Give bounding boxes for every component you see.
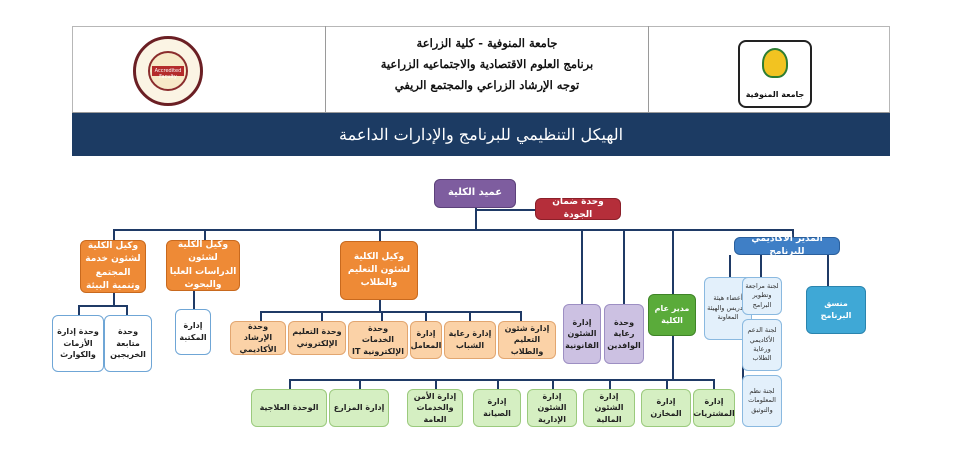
connector-line (289, 379, 291, 389)
connector-line (379, 300, 381, 312)
connector-line (672, 229, 674, 294)
library-admin-box: إدارة المكتبة (175, 309, 211, 355)
connector-line (609, 379, 611, 389)
connector-line (381, 311, 383, 321)
chart-title-band: الهيكل التنظيمي للبرنامج والإدارات الداع… (72, 113, 890, 156)
connector-line (359, 379, 361, 389)
farms-admin-box: إدارة المزارع (329, 389, 389, 427)
header-divider (325, 26, 326, 113)
expats-care-unit-box: وحدة رعاية الوافدين (604, 304, 644, 364)
connector-line (126, 305, 128, 315)
connector-line (204, 229, 206, 240)
elearning-unit-box: وحدة التعليم الإلكتروني (288, 321, 346, 355)
connector-line (729, 255, 731, 277)
connector-line (520, 311, 522, 321)
header-divider (648, 26, 649, 113)
connector-line (469, 311, 471, 321)
header-line-track: توجه الإرشاد الزراعي والمجتمع الريفي (394, 78, 580, 92)
vice-dean-graduate-box: وكيل الكلية لشئون الدراسات العليا والبحو… (166, 240, 240, 291)
connector-line (475, 208, 477, 230)
connector-line (497, 379, 499, 389)
logo-emblem-icon (762, 48, 788, 78)
maintenance-admin-box: إدارة الصيانة (473, 389, 521, 427)
logo-caption: جامعة المنوفية (745, 90, 805, 99)
connector-line (672, 336, 674, 380)
header-title-block: جامعة المنوفية - كلية الزراعة برنامج الع… (326, 33, 648, 96)
legal-affairs-admin-box: إدارة الشئون القانونية (563, 304, 601, 364)
connector-line (552, 379, 554, 389)
connector-line (321, 311, 323, 321)
program-review-committee-box: لجنة مراجعة وتطوير البرامج (742, 277, 782, 315)
connector-line (475, 209, 537, 211)
vice-dean-community-box: وكيل الكلية لشئون خدمة المجتمع وتنمية ال… (80, 240, 146, 293)
connector-line (379, 229, 381, 241)
connector-line (623, 229, 625, 304)
quality-unit-box: وحدة ضمان الجودة (535, 197, 621, 220)
academic-support-committee-box: لجنة الدعم الأكاديمي ورعاية الطلاب (742, 319, 782, 371)
connector-line (713, 379, 715, 389)
connector-line (113, 229, 115, 240)
dean-box: عميد الكلية (434, 179, 516, 208)
connector-line (666, 379, 668, 389)
connector-line (827, 255, 829, 286)
connector-line (425, 311, 427, 321)
it-services-unit-box: وحدة الخدمات الإلكترونية IT (348, 321, 408, 359)
header-top-row (72, 26, 890, 113)
program-coordinator-box: منسق البرنامج (806, 286, 866, 334)
financial-affairs-box: إدارة الشئون المالية (583, 389, 635, 427)
crisis-management-unit-box: وحدة إدارة الأزمات والكوارث (52, 315, 104, 372)
connector-line (113, 293, 115, 307)
purchases-admin-box: إدارة المشتريات (693, 389, 735, 427)
stores-admin-box: إدارة المخازن (641, 389, 691, 427)
connector-line (193, 291, 195, 309)
security-services-admin-box: إدارة الأمن والخدمات العامة (407, 389, 463, 427)
program-director-box: المدير الأكاديمي للبرنامج (734, 234, 840, 257)
connector-line (581, 229, 583, 304)
labs-admin-box: إدارة المعامل (410, 321, 442, 359)
connector-line (289, 379, 715, 381)
academic-guidance-unit-box: وحدة الإرشاد الأكاديمي (230, 321, 286, 355)
connector-line (260, 311, 522, 313)
connector-line (792, 229, 794, 237)
header-line-university: جامعة المنوفية - كلية الزراعة (416, 36, 558, 50)
header-line-program: برنامج العلوم الاقتصادية والاجتماعيه الز… (380, 57, 594, 71)
student-affairs-admin-box: إدارة شئون التعليم والطلاب (498, 321, 556, 359)
seal-ribbon (152, 66, 184, 76)
administrative-affairs-box: إدارة الشئون الإدارية (527, 389, 577, 427)
info-systems-committee-box: لجنة نظم المعلومات والتوثيق (742, 375, 782, 427)
connector-line (260, 311, 262, 321)
connector-line (435, 379, 437, 389)
general-manager-box: مدير عام الكلية (648, 294, 696, 336)
graduates-followup-unit-box: وحدة متابعة الخريجين (104, 315, 152, 372)
youth-care-admin-box: إدارة رعاية الشباب (444, 321, 496, 359)
connector-line (113, 229, 793, 231)
accreditation-seal-logo (133, 36, 203, 106)
treatment-unit-box: الوحدة العلاجية (251, 389, 327, 427)
connector-line (760, 255, 762, 277)
vice-dean-education-box: وكيل الكلية لشئون التعليم والطلاب (340, 241, 418, 300)
seal-text: Accredited Faculty (154, 68, 182, 80)
connector-line (78, 305, 80, 315)
connector-line (78, 305, 128, 307)
